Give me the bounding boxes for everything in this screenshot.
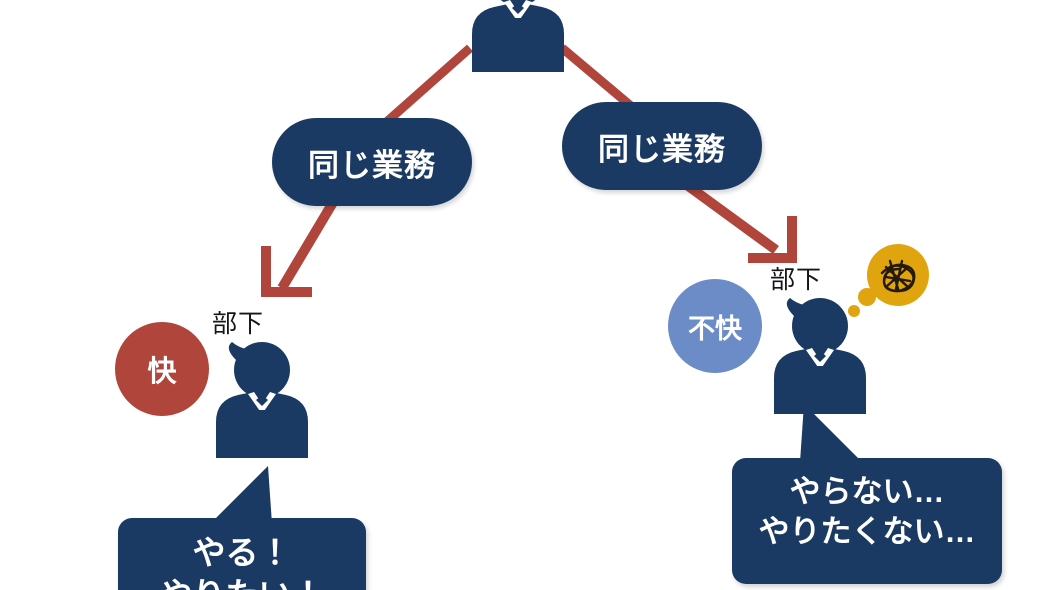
speech-balloon-right[interactable]: やらない… やりたくない… xyxy=(732,458,1002,584)
person-label-right: 部下 xyxy=(770,266,823,294)
arrow-head-left xyxy=(261,246,312,297)
subordinate-figure-right xyxy=(768,294,868,414)
arrow-line-left xyxy=(277,191,343,291)
thought-bubble-scribble xyxy=(846,243,930,325)
scribble-icon xyxy=(880,259,916,293)
pill-label-right: 同じ業務 xyxy=(598,131,726,167)
arrow-line-right xyxy=(677,175,779,255)
arrow-head-right xyxy=(748,216,797,263)
person-label-left: 部下 xyxy=(212,310,265,338)
pill-label-left: 同じ業務 xyxy=(308,147,436,183)
balloon-left-line-2: やりたい！ xyxy=(118,574,366,590)
emotion-label-unpleasant: 不快 xyxy=(688,313,742,344)
pill-same-task-right[interactable]: 同じ業務 xyxy=(562,102,762,190)
emotion-circle-unpleasant[interactable]: 不快 xyxy=(668,279,762,373)
subordinate-figure-left xyxy=(210,338,310,458)
balloon-right-line-2: やりたくない… xyxy=(758,513,976,549)
balloon-right-line-1: やらない… xyxy=(789,474,945,509)
emotion-label-pleasant: 快 xyxy=(147,356,177,388)
emotion-circle-pleasant[interactable]: 快 xyxy=(115,322,209,416)
branch-line-top-left xyxy=(379,44,473,130)
balloon-tail-left xyxy=(192,466,272,528)
speech-balloon-left[interactable]: やる！ やりたい！ xyxy=(118,518,366,590)
balloon-tail-right xyxy=(800,404,880,466)
pill-same-task-left[interactable]: 同じ業務 xyxy=(272,118,472,206)
boss-figure xyxy=(466,0,570,72)
balloon-left-line-1: やる！ xyxy=(192,534,292,571)
